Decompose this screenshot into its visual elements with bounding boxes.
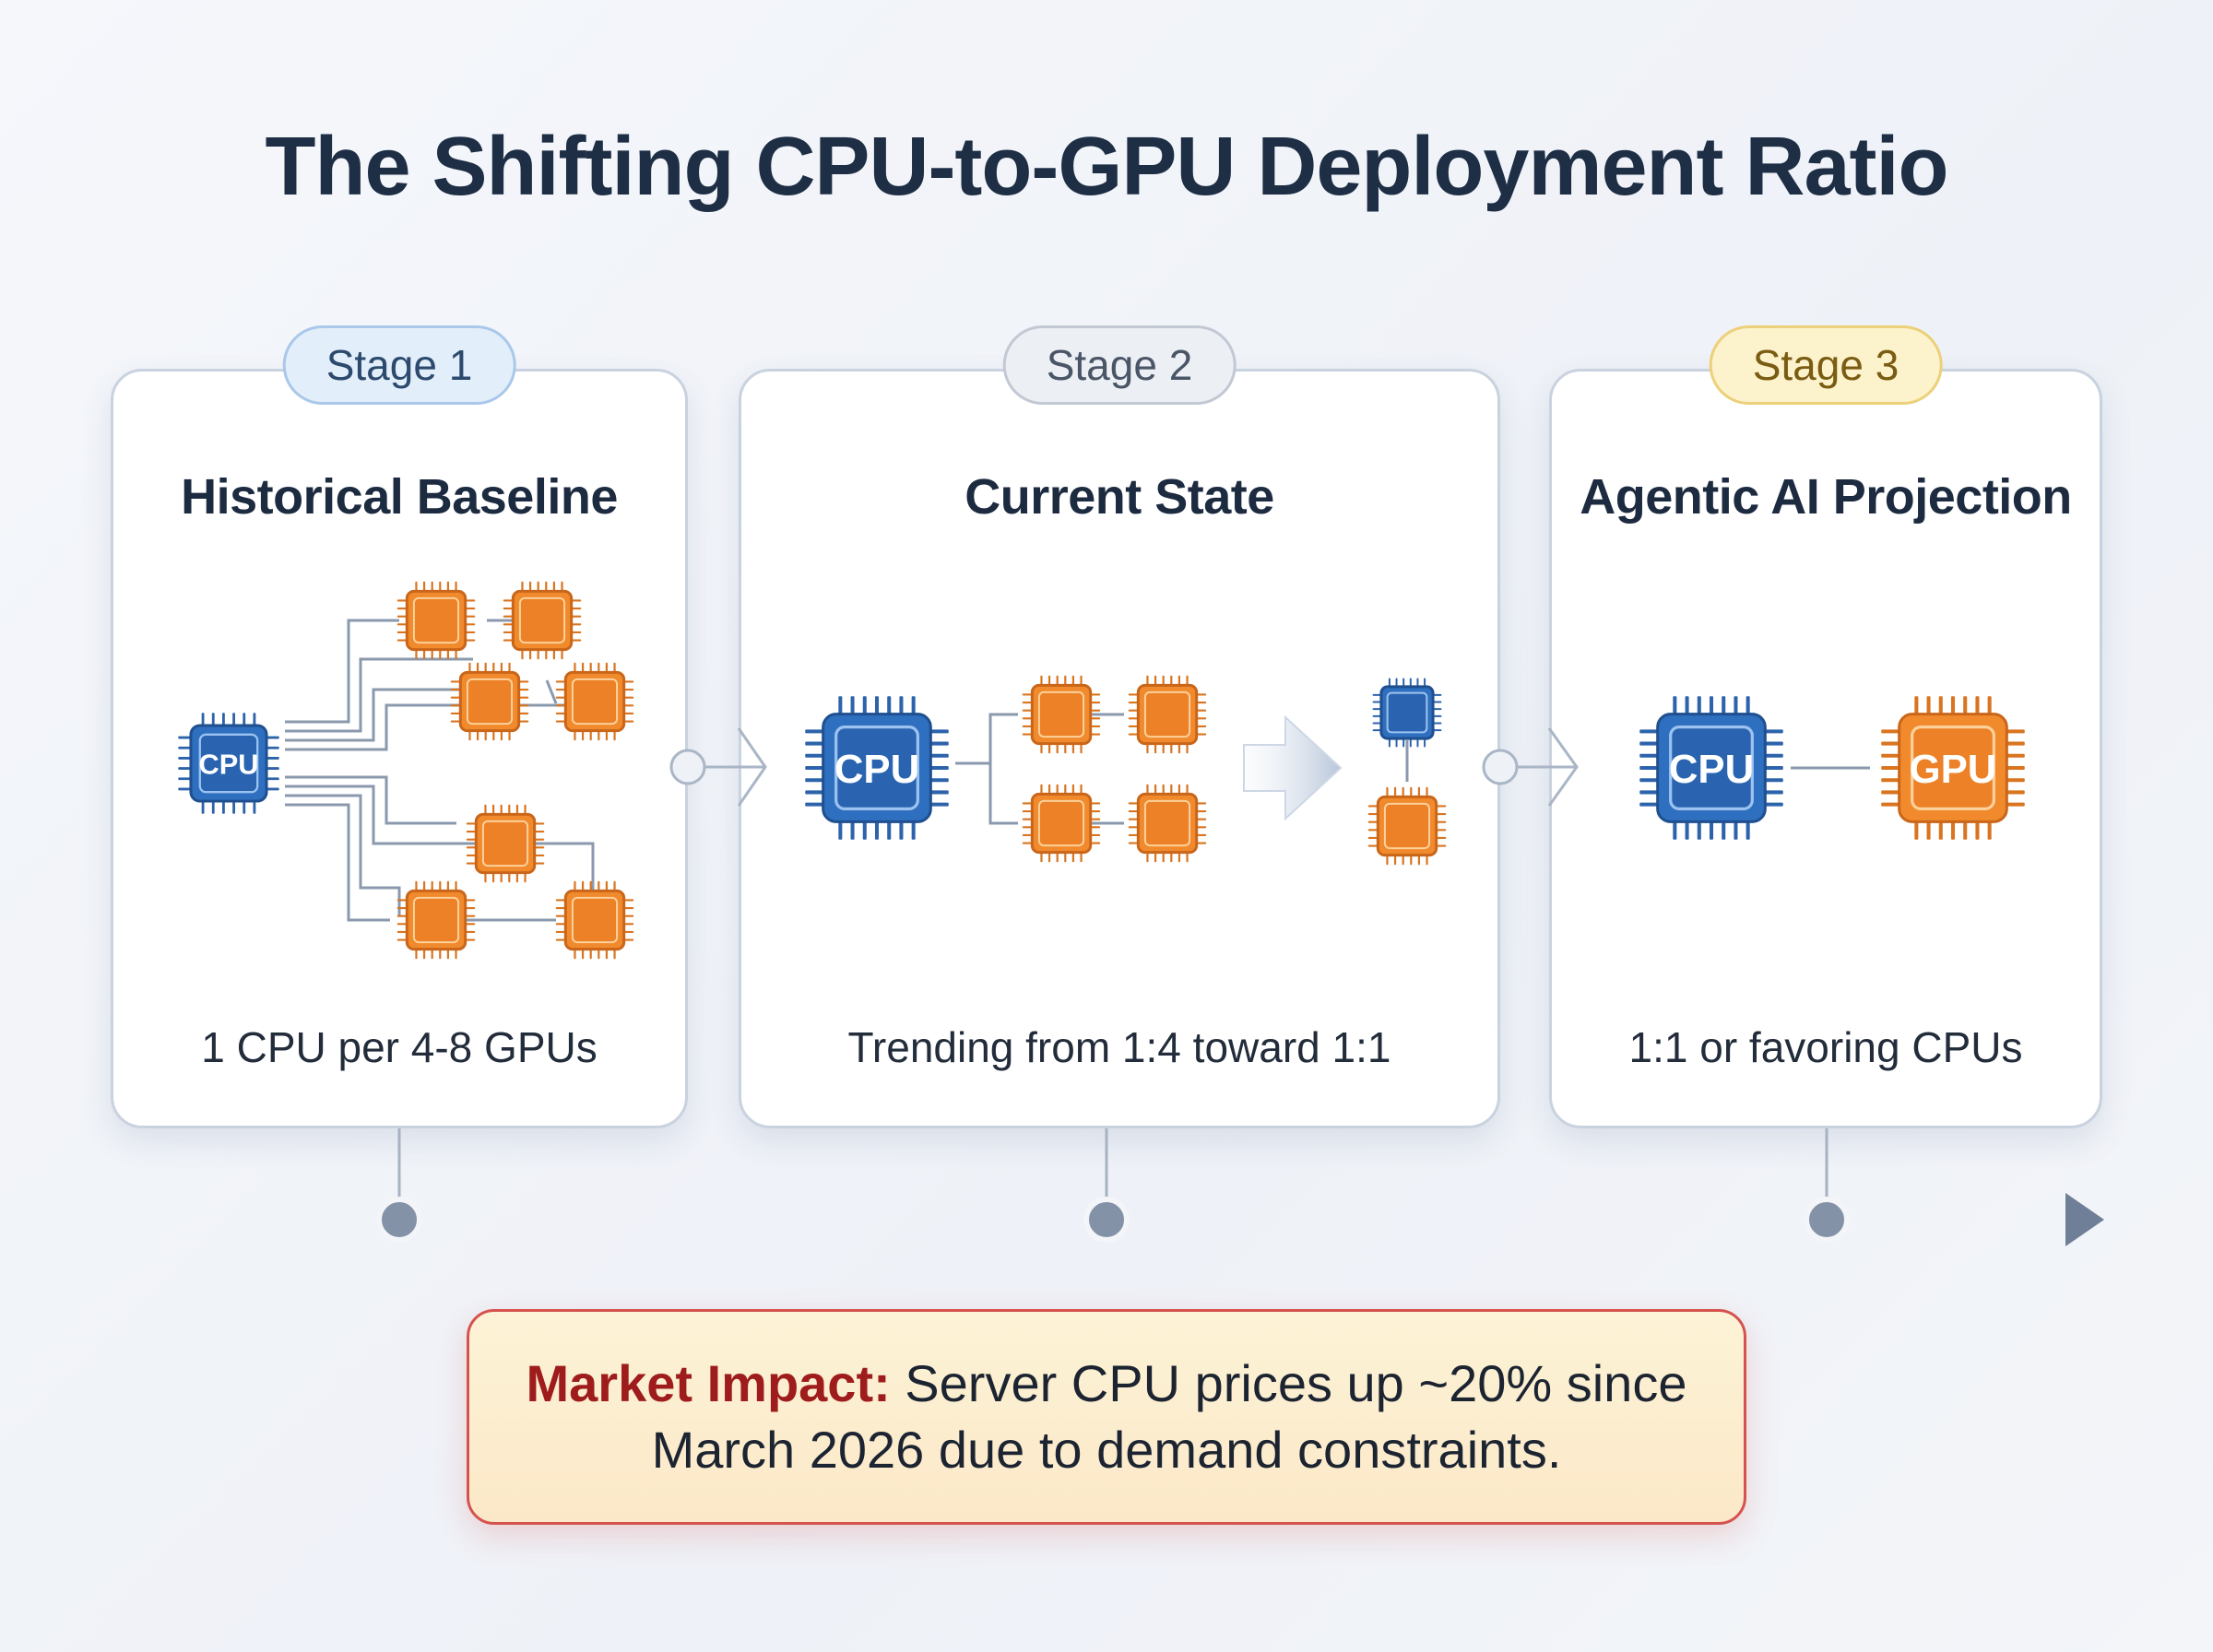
gpu-chip-icon <box>503 581 582 660</box>
gpu-chip-icon <box>450 662 529 741</box>
timeline-arrow-icon <box>2065 1193 2104 1246</box>
gpu-chip-icon <box>1128 784 1207 863</box>
timeline-markers <box>376 1197 1850 1243</box>
gpu-chip-icon <box>396 581 476 660</box>
stage-2-caption: Trending from 1:4 toward 1:1 <box>847 1023 1391 1071</box>
stage-3-card: Stage 3 Agentic AI Projection CPU GPU 1:… <box>1549 325 2102 1128</box>
gpu-chip-icon <box>555 880 634 960</box>
cpu-chip-label: CPU <box>199 748 259 780</box>
stage-1-badge: Stage 1 <box>282 325 516 405</box>
gpu-chip-icon <box>1128 675 1207 754</box>
gpu-chip-icon <box>396 880 476 960</box>
cpu-chip-icon: CPU <box>178 713 279 814</box>
stage-3-illustration: CPU GPU <box>1639 696 2025 840</box>
cpu-chip-icon <box>1372 678 1442 748</box>
stage-1-card: Stage 1 Historical Baseline CPU <box>111 325 688 1128</box>
stage-3-badge: Stage 3 <box>1709 325 1943 405</box>
gpu-chip-icon <box>555 662 634 741</box>
cpu-chip-label: CPU <box>1669 747 1754 792</box>
cpu-chips-small <box>1372 678 1442 748</box>
gpu-chip-icon <box>1022 675 1101 754</box>
timeline-marker-stage-2 <box>1083 1197 1130 1243</box>
stage-2-title: Current State <box>964 469 1274 525</box>
stage-2-illustration: CPU <box>805 675 1447 866</box>
cpu-chips: CPU <box>1639 696 1783 840</box>
stage-1-title: Historical Baseline <box>181 469 618 525</box>
gpu-chip-label: GPU <box>1910 747 1997 792</box>
market-impact-text: Market Impact: Server CPU prices up ~20%… <box>506 1351 1707 1483</box>
gpu-chip-icon <box>466 804 545 883</box>
gpu-chips <box>1022 675 1447 866</box>
stage-1-caption: 1 CPU per 4-8 GPUs <box>201 1023 598 1071</box>
timeline-marker-stage-1 <box>376 1197 422 1243</box>
stage-3-title: Agentic AI Projection <box>1580 469 2072 525</box>
market-impact-body: Server CPU prices up ~20% since March 20… <box>651 1354 1687 1479</box>
stage-3-caption: 1:1 or favoring CPUs <box>1628 1023 2023 1071</box>
diagram-title: The Shifting CPU-to-GPU Deployment Ratio <box>265 121 1949 213</box>
market-impact-label: Market Impact: <box>526 1354 891 1412</box>
gpu-chips: GPU <box>1881 696 2025 840</box>
cpu-chip-label: CPU <box>834 747 919 792</box>
connection-lines <box>285 619 595 922</box>
stage-2-badge: Stage 2 <box>1002 325 1237 405</box>
arrow-right-icon <box>1243 714 1343 821</box>
gpu-chip-icon <box>1367 786 1447 866</box>
cpu-chips: CPU <box>178 713 279 814</box>
stage-2-card: Stage 2 Current State CPU <box>739 325 1500 1128</box>
stage-1-illustration: CPU <box>178 581 634 960</box>
market-impact-callout: Market Impact: Server CPU prices up ~20%… <box>467 1309 1746 1525</box>
cpu-chip-icon: CPU <box>805 696 949 840</box>
gpu-chip-icon: GPU <box>1881 696 2025 840</box>
timeline-marker-stage-3 <box>1804 1197 1850 1243</box>
cpu-chips: CPU <box>805 696 949 840</box>
gpu-chips <box>396 581 634 960</box>
gpu-chip-icon <box>1022 784 1101 863</box>
cpu-chip-icon: CPU <box>1639 696 1783 840</box>
timeline-ticks <box>397 1128 1828 1198</box>
